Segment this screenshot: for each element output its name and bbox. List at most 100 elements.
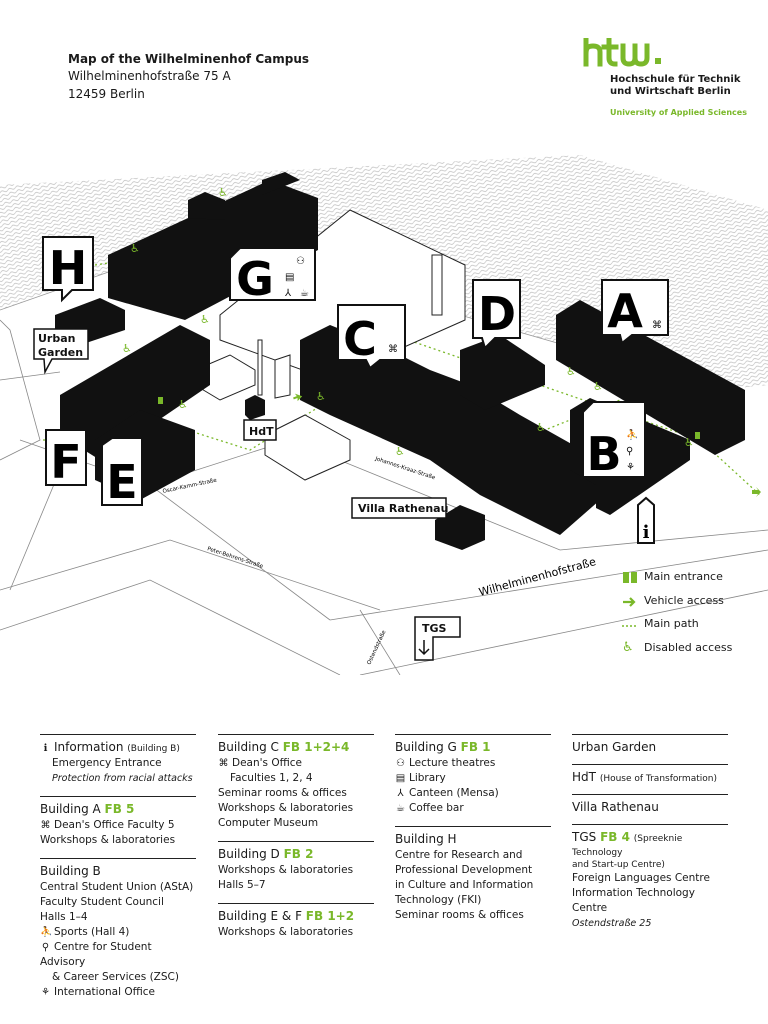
building-hdt [245,395,265,420]
building-g-h-block [108,180,318,320]
coffee-icon: ☕ [300,288,309,299]
callout-tgs[interactable]: TGS [414,616,461,661]
dir-villa: Villa Rathenau [572,794,728,814]
svg-text:Villa Rathenau: Villa Rathenau [358,502,448,515]
library-icon: ▤ [285,272,294,283]
intl-office-icon: ⚘ [41,987,50,998]
building-d [460,335,545,410]
svg-text:♿: ♿ [316,390,326,403]
dir-building-b: Building B Central Student Union (AStA) … [40,858,196,1000]
lecture-icon: ⚇ [296,256,305,267]
intl-office-icon: ⚘ [626,462,635,473]
entrance-marks [158,397,700,439]
building-c [300,325,600,535]
callout-c[interactable]: C [337,304,406,370]
zsc-icon: ⚲ [41,942,50,953]
callout-b[interactable]: B [582,401,646,481]
building-a [556,300,745,455]
dir-building-g: Building G FB 1 ⚇Lecture theatres ▤Libra… [395,734,551,816]
svg-text:♿: ♿ [178,398,188,411]
coffee-icon: ☕ [396,803,405,814]
canteen-icon: ⅄ [285,288,292,299]
deans-office-icon: ⌘ [218,758,229,769]
b-callout-icons: ⛹ ⚲ ⚘ [626,428,638,473]
street-label-ostend: Ostendstraße [366,629,387,666]
dir-tgs: TGS FB 4 (Spreeknie Technology and Start… [572,824,728,931]
deans-office-icon-c: ⌘ [388,344,398,355]
logo-name: Hochschule für Technik und Wirtschaft Be… [610,74,741,97]
legend-main-entrance: Main entrance [622,568,732,592]
svg-text:♿: ♿ [218,186,228,199]
library-icon: ▤ [395,773,406,784]
address-street: Wilhelminenhofstraße 75 A [68,69,231,83]
callout-urban-garden[interactable]: Urban Garden [33,328,89,375]
svg-text:Urban: Urban [38,332,76,345]
logo-subtitle: University of Applied Sciences [610,108,747,117]
dir-hdt: HdT (House of Transformation) [572,764,728,784]
dir-building-c: Building C FB 1+2+4 ⌘Dean's Office Facul… [218,734,374,831]
callout-hdt[interactable]: HdT [243,419,277,441]
svg-text:F: F [50,435,81,489]
building-f [60,325,210,460]
directory-col-4: Urban Garden HdT (House of Transformatio… [572,734,728,941]
directory-col-2: Building C FB 1+2+4 ⌘Dean's Office Facul… [218,734,374,950]
info-icon: i [643,522,650,543]
svg-text:TGS: TGS [422,622,447,635]
g-callout-icons: ⚇ ▤ ⅄ ☕ [285,256,309,299]
svg-text:♿: ♿ [130,242,140,255]
arrow-down-icon [418,640,430,656]
callout-e[interactable]: E [101,437,143,509]
dir-urban-garden: Urban Garden [572,734,728,754]
canteen-icon: ⅄ [397,788,404,799]
svg-text:HdT: HdT [249,425,274,438]
main-path [40,254,761,496]
callout-a[interactable]: A [601,279,669,345]
sports-icon: ⛹ [626,428,638,441]
info-icon: ℹ [43,743,48,754]
svg-text:♿: ♿ [200,313,210,326]
svg-text:♿: ♿ [684,436,694,449]
info-callout[interactable]: i [637,496,655,544]
street-label-peter: Peter-Behrens-Straße [206,546,264,570]
svg-text:B: B [586,427,621,481]
svg-text:Garden: Garden [38,346,83,359]
callout-g[interactable]: G [229,247,316,306]
dir-building-h: Building H Centre for Research and Profe… [395,826,551,923]
vehicle-access-icon [623,596,636,607]
callout-h[interactable]: H [42,236,94,303]
address-city: 12459 Berlin [68,87,145,101]
legend-vehicle-access: Vehicle access [622,592,732,616]
zsc-icon: ⚲ [626,446,633,457]
svg-text:♿: ♿ [566,365,576,378]
map-title: Map of the Wilhelminenhof Campus [68,52,310,66]
svg-text:♿: ♿ [593,380,603,393]
svg-text:C: C [343,312,377,366]
svg-text:D: D [478,287,516,341]
campus-map: Wilhelminenhofstraße Oscar-Kamm-Straße P… [0,155,768,675]
wheelchair-icon: ♿ [622,639,634,655]
main-path-icon [622,625,638,627]
legend-main-path: Main path [622,615,732,639]
directory-col-3: Building G FB 1 ⚇Lecture theatres ▤Libra… [395,734,551,933]
street-label-main: Wilhelminenhofstraße [477,555,597,599]
deans-office-icon-a: ⌘ [652,320,662,331]
callout-f[interactable]: F [45,429,87,489]
htw-logo [583,38,661,67]
svg-text:A: A [607,284,643,338]
dir-building-d: Building D FB 2 Workshops & laboratories… [218,841,374,893]
map-legend: Main entrance Vehicle access Main path ♿… [622,568,732,662]
svg-text:H: H [49,241,88,295]
vehicle-arrows [293,393,761,497]
main-entrance-icon [623,572,637,583]
svg-text:♿: ♿ [395,445,405,458]
svg-text:♿: ♿ [536,421,546,434]
legend-disabled-access: ♿ Disabled access [622,639,733,655]
dir-building-a: Building A FB 5 ⌘Dean's Office Faculty 5… [40,796,196,848]
callout-d[interactable]: D [472,279,521,350]
svg-text:E: E [106,455,137,509]
sports-icon: ⛹ [40,927,53,938]
lecture-icon: ⚇ [396,758,405,769]
callout-villa[interactable]: Villa Rathenau [351,497,448,519]
